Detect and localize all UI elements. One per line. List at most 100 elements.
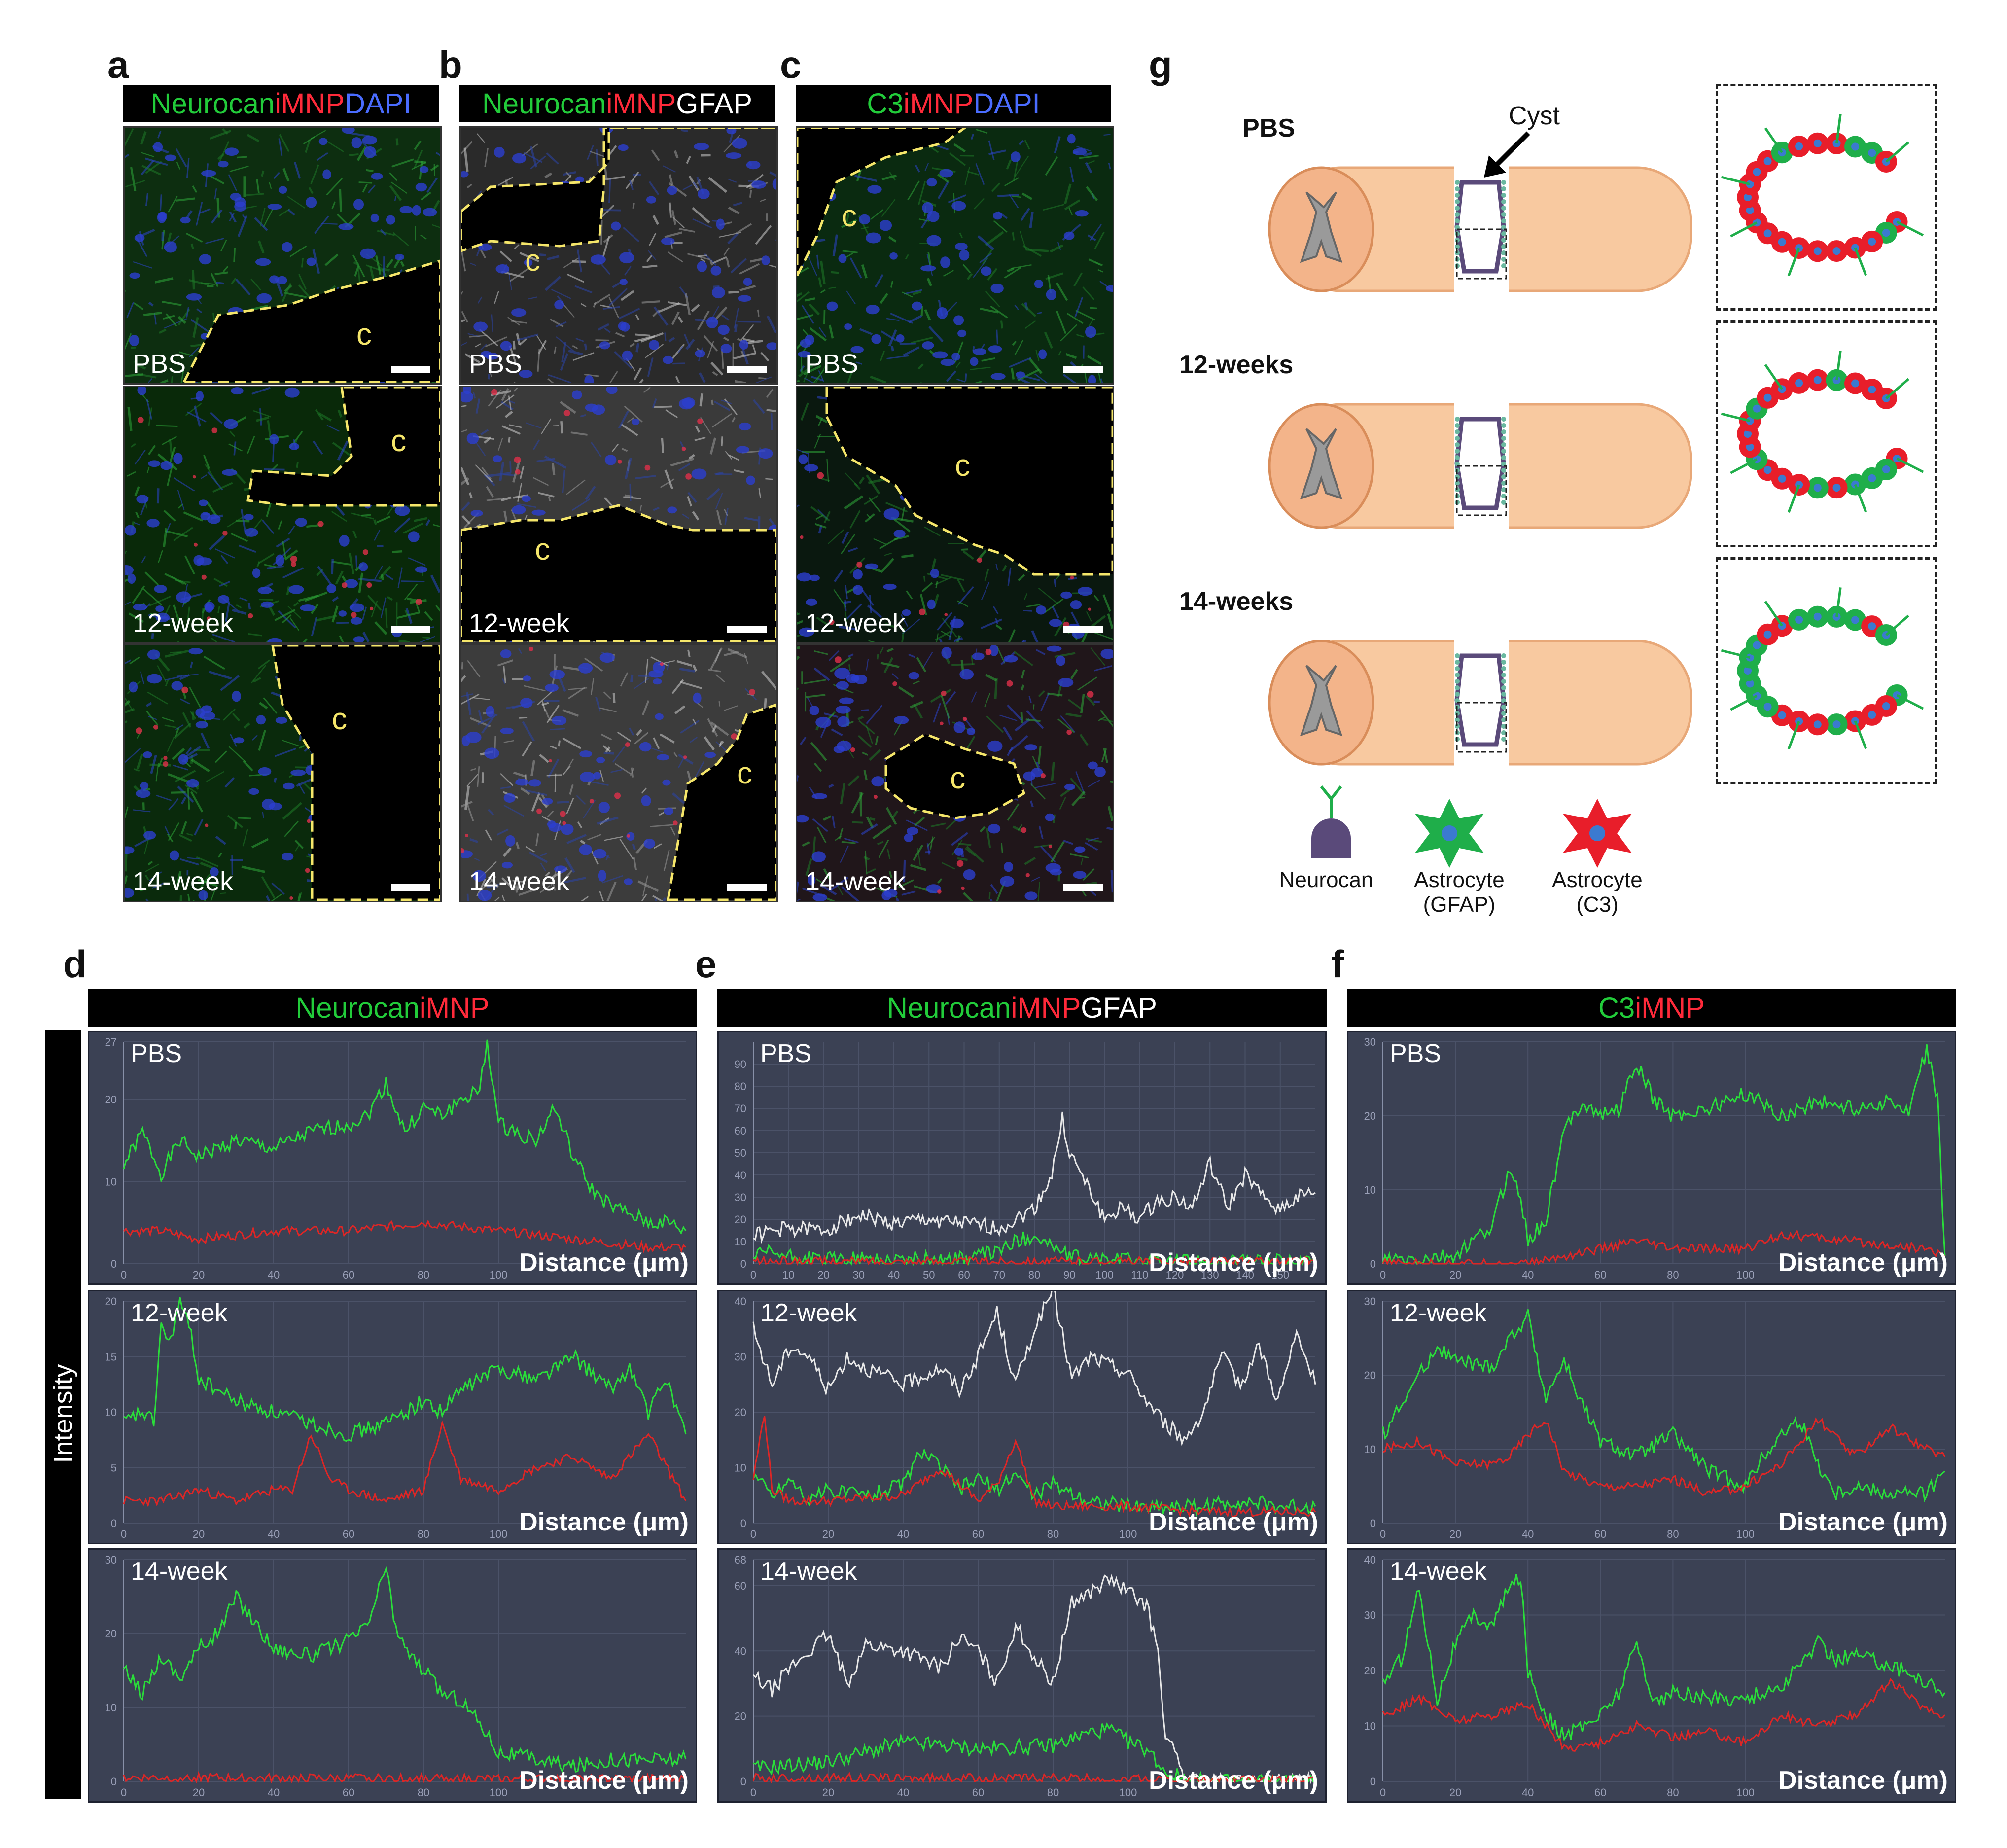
plot-label: 14-week: [1390, 1557, 1487, 1586]
x-axis-label: Distance (μm): [1778, 1248, 1948, 1277]
series-imnp: [752, 1416, 1316, 1518]
micrograph-image: c: [797, 128, 1113, 383]
cyst-marker: c: [842, 199, 857, 233]
cyst-marker: c: [332, 702, 347, 736]
x-tick-label: 40: [268, 1786, 280, 1799]
micrograph-image: c: [797, 645, 1113, 901]
y-tick-label: 30: [1364, 1036, 1376, 1048]
y-tick-label: 60: [735, 1125, 746, 1137]
header-segment: Neurocan: [887, 992, 1011, 1024]
x-tick-label: 100: [490, 1528, 508, 1540]
series-c3: [1382, 1574, 1946, 1742]
x-tick-label: 40: [268, 1269, 280, 1281]
x-tick-label: 60: [958, 1269, 970, 1281]
y-tick-label: 10: [1364, 1720, 1376, 1733]
row-label: 14-week: [469, 867, 570, 896]
cyst-wall-cells: [1721, 351, 1924, 513]
cyst-marker: c: [391, 424, 406, 458]
legend-label-astro_c3: Astrocyte (C3): [1552, 868, 1643, 917]
header-segment: iMNP: [606, 87, 676, 120]
x-tick-label: 60: [1594, 1269, 1606, 1281]
cyst-marker: c: [535, 533, 550, 567]
x-tick-label: 40: [1522, 1786, 1534, 1799]
x-tick-label: 130: [1201, 1269, 1219, 1281]
header-d: Neurocan iMNP: [88, 989, 697, 1027]
y-tick-label: 0: [740, 1258, 746, 1270]
y-tick-label: 30: [735, 1191, 746, 1204]
micrograph-a-14-week: c 14-week: [123, 644, 442, 902]
y-tick-label: 20: [1364, 1110, 1376, 1122]
y-tick-label: 90: [735, 1058, 746, 1070]
y-tick-label: 0: [111, 1517, 117, 1529]
x-tick-label: 70: [993, 1269, 1005, 1281]
micrograph-image: c: [125, 387, 440, 642]
y-tick-label: 20: [735, 1710, 746, 1723]
y-tick-label: 10: [1364, 1443, 1376, 1456]
y-tick-label: 40: [735, 1645, 746, 1657]
header-segment: iMNP: [1635, 992, 1705, 1024]
x-tick-label: 40: [888, 1269, 900, 1281]
header-e: Neurocan iMNP GFAP: [717, 989, 1327, 1027]
x-axis-label: Distance (μm): [1149, 1508, 1318, 1536]
spinal-cord-diagram: [1268, 636, 1692, 769]
y-tick-label: 20: [105, 1094, 117, 1106]
x-axis-label: Distance (μm): [1778, 1766, 1948, 1795]
y-tick-label: 40: [735, 1295, 746, 1308]
y-tick-label: 20: [735, 1213, 746, 1226]
y-tick-label: 68: [735, 1554, 746, 1566]
series-imnp: [1382, 1229, 1945, 1266]
plot-label: 12-week: [760, 1299, 857, 1327]
x-tick-label: 60: [343, 1528, 354, 1540]
header-segment: Neurocan: [295, 992, 420, 1024]
y-tick-label: 40: [735, 1169, 746, 1181]
panel-label-g: g: [1149, 43, 1172, 86]
x-tick-label: 0: [1380, 1528, 1386, 1540]
header-segment: GFAP: [1081, 992, 1157, 1024]
spinal-cord-diagram: [1268, 163, 1692, 296]
series-imnp: [1382, 1417, 1946, 1496]
scale-bar: [1063, 366, 1103, 373]
y-tick-label: 70: [735, 1102, 746, 1115]
micrograph-image: c: [461, 646, 776, 901]
cyst-wall-cells: [1721, 587, 1924, 750]
header-segment: Neurocan: [482, 87, 606, 120]
series-imnp: [123, 1771, 686, 1784]
y-tick-label: 27: [105, 1036, 117, 1048]
x-tick-label: 80: [1047, 1786, 1059, 1799]
y-tick-label: 50: [735, 1147, 746, 1159]
y-tick-label: 30: [1364, 1295, 1376, 1308]
micrograph-image: c: [125, 128, 440, 383]
y-tick-label: 10: [1364, 1184, 1376, 1196]
header-segment: C3: [867, 87, 904, 120]
header-f: C3 iMNP: [1347, 989, 1956, 1027]
y-tick-label: 0: [740, 1776, 746, 1788]
x-tick-label: 80: [1047, 1528, 1059, 1540]
cyst-marker: c: [737, 756, 752, 790]
x-tick-label: 80: [418, 1269, 429, 1281]
x-tick-label: 0: [121, 1786, 127, 1799]
x-tick-label: 100: [1119, 1786, 1137, 1799]
micrograph-image: c: [797, 387, 1113, 642]
panel-label-f: f: [1331, 942, 1344, 986]
y-tick-label: 40: [1364, 1554, 1376, 1566]
x-tick-label: 60: [343, 1269, 354, 1281]
row-label: 14-week: [133, 867, 234, 896]
series-neurocan: [752, 1448, 1316, 1517]
x-tick-label: 20: [193, 1528, 205, 1540]
y-tick-label: 30: [105, 1554, 117, 1566]
schematic-row-label: 12-weeks: [1179, 351, 1294, 379]
x-tick-label: 60: [343, 1786, 354, 1799]
header-segment: DAPI: [344, 87, 412, 120]
cyst-marker: c: [950, 761, 965, 795]
x-tick-label: 80: [418, 1528, 429, 1540]
x-tick-label: 100: [1736, 1786, 1755, 1799]
